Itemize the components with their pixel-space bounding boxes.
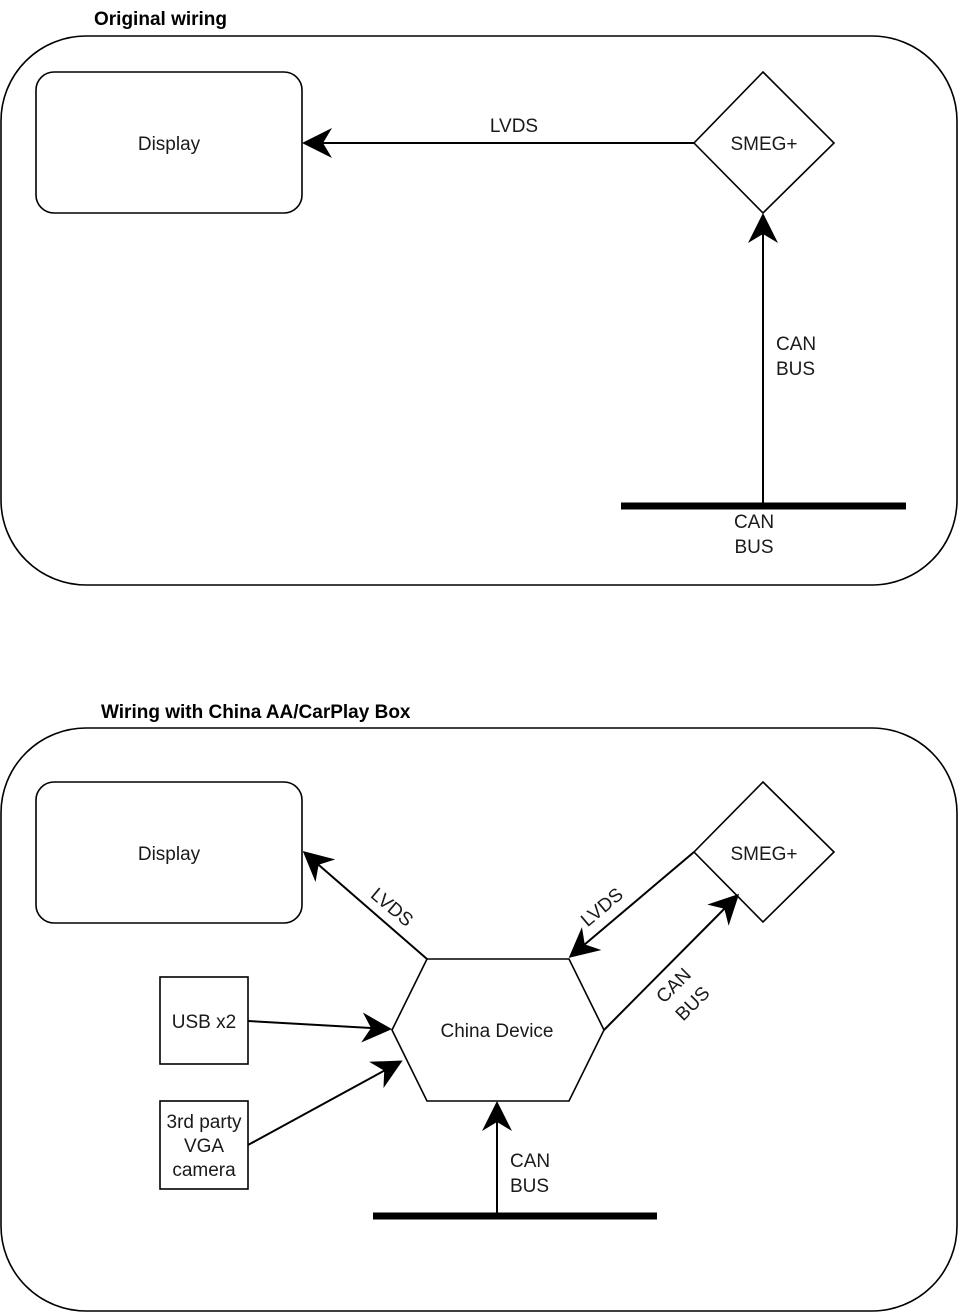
display-label: Display — [138, 134, 201, 155]
can-edge-label-line2: BUS — [776, 359, 815, 380]
can-edge-label-line1: CAN — [776, 334, 816, 355]
china-title: Wiring with China AA/CarPlay Box — [101, 702, 411, 723]
lvds-display-arrow — [302, 851, 428, 960]
lvds-label: LVDS — [490, 116, 538, 137]
display-label: Display — [138, 844, 201, 865]
original-title: Original wiring — [94, 9, 227, 30]
usb-arrow — [247, 1012, 392, 1043]
can-smeg-arrow — [603, 893, 740, 1031]
camera-label-line2: VGA — [184, 1136, 224, 1157]
lvds-smeg-arrow — [568, 851, 695, 958]
usb-box — [159, 976, 249, 1065]
usb-label: USB x2 — [172, 1012, 236, 1033]
can-bus-arrow-label-line1: CAN — [510, 1151, 550, 1172]
smeg-diamond — [692, 780, 836, 924]
camera-label-line1: 3rd party — [167, 1112, 242, 1133]
can-bus-label-line2: BUS — [734, 537, 773, 558]
can-bus-label-line1: CAN — [734, 512, 774, 533]
display-box — [35, 781, 303, 924]
camera-arrow — [247, 1060, 403, 1146]
china-device-label: China Device — [441, 1021, 554, 1042]
smeg-label: SMEG+ — [730, 844, 797, 865]
camera-label-line3: camera — [172, 1160, 236, 1181]
original-wiring-panel: Original wiring Display SMEG+ LVDS CAN B… — [0, 9, 958, 586]
camera-box — [159, 1100, 249, 1190]
smeg-label: SMEG+ — [730, 134, 797, 155]
china-device-hexagon — [391, 958, 605, 1102]
can-bus-arrow-label-line2: BUS — [510, 1176, 549, 1197]
china-wiring-panel: Wiring with China AA/CarPlay Box Display… — [0, 702, 958, 1312]
